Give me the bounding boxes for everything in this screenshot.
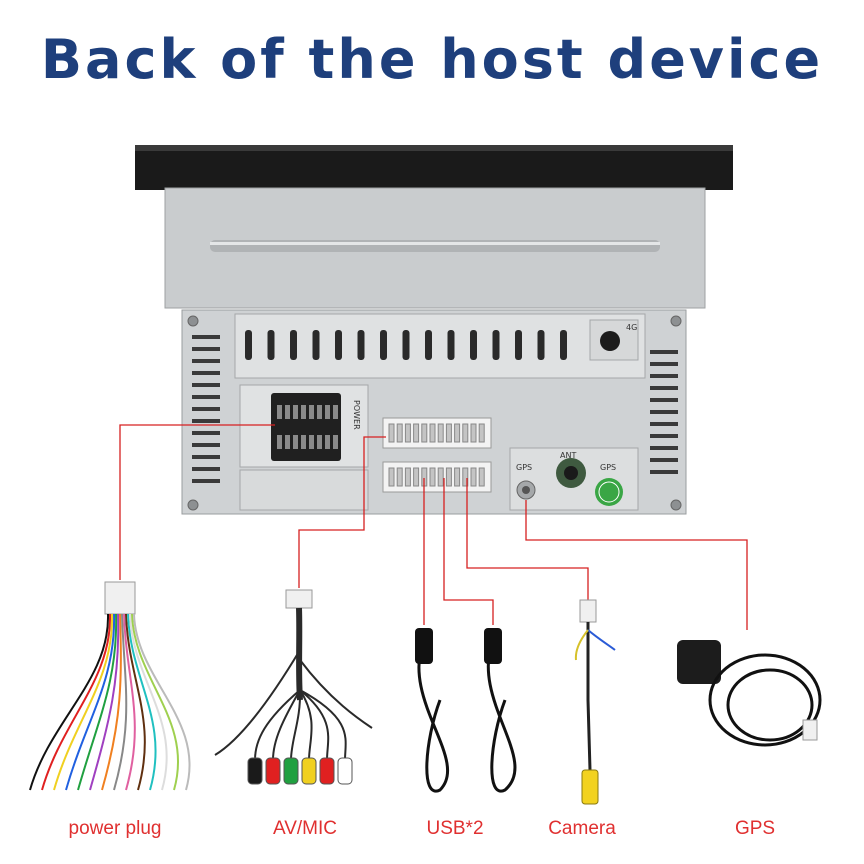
callout-usb-2 xyxy=(443,478,494,625)
power-plug-harness xyxy=(29,581,191,791)
page-title: Back of the host device xyxy=(40,28,824,91)
caption-power-plug: power plug xyxy=(68,818,162,839)
caption-gps: GPS xyxy=(734,818,776,839)
usb-cables xyxy=(415,628,517,793)
right-vent-slots xyxy=(650,350,678,474)
top-vent-slots xyxy=(245,330,567,360)
callout-gps xyxy=(525,500,748,630)
gps-antenna xyxy=(677,640,822,747)
caption-usb: USB*2 xyxy=(426,818,484,839)
gps-port-label: GPS xyxy=(516,463,532,472)
callout-av-mic xyxy=(298,436,386,588)
gps-antenna-port xyxy=(516,480,536,500)
qc-pass-sticker xyxy=(595,478,623,506)
power-label: POWER xyxy=(352,400,361,430)
av-connector-upper xyxy=(382,417,492,449)
ant-label: ANT xyxy=(560,451,576,460)
4g-label: 4G xyxy=(626,323,637,332)
caption-av-mic: AV/MIC xyxy=(272,818,338,839)
power-connector xyxy=(239,384,369,511)
device-top-cover xyxy=(164,187,706,309)
av-mic-harness xyxy=(214,589,373,785)
radio-antenna-port xyxy=(556,458,586,488)
av-usb-connector-lower xyxy=(382,461,492,493)
caption-camera: Camera xyxy=(548,818,616,839)
camera-cable xyxy=(574,599,616,805)
gps-sticker-label: GPS xyxy=(600,463,616,472)
4g-antenna-port xyxy=(589,319,639,361)
callout-camera xyxy=(466,478,589,600)
callout-lines xyxy=(119,424,748,630)
left-vent-slots xyxy=(192,335,220,483)
callout-power xyxy=(119,424,275,580)
device-bezel xyxy=(135,145,733,190)
